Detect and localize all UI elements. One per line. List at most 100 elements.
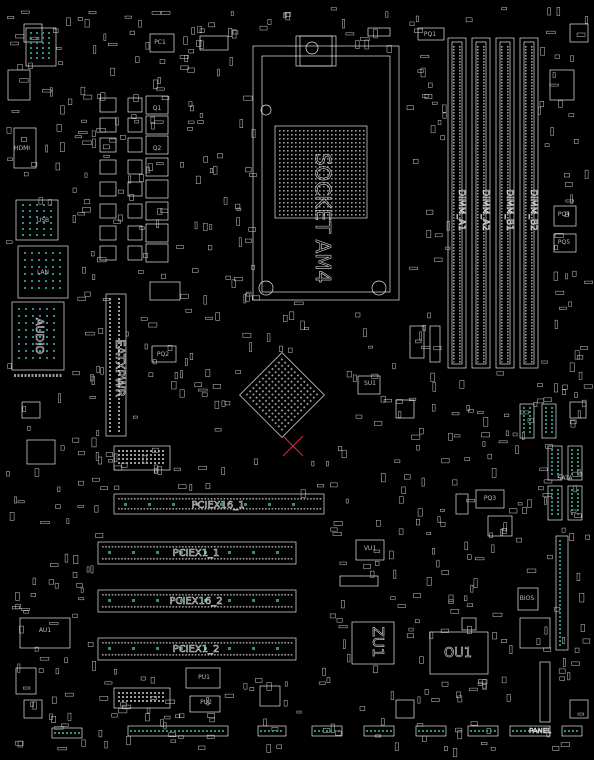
passive-component (107, 43, 118, 46)
passive-component (252, 295, 260, 301)
dimm-pin (477, 55, 479, 57)
pcie-pin (265, 654, 267, 656)
header-pin (150, 692, 152, 694)
dimm-pin (507, 337, 509, 339)
pcie-pin (185, 508, 187, 510)
dimm-pin (525, 247, 527, 249)
dimm-pin (453, 331, 455, 333)
passive-component (267, 333, 271, 342)
pcie-pin (262, 546, 264, 548)
dimm-pin (531, 190, 533, 192)
passive-component (521, 432, 525, 440)
dimm-pin (531, 118, 533, 120)
dimm-pin (501, 97, 503, 99)
passive-component (434, 233, 443, 238)
dimm-pin (483, 226, 485, 228)
passive-component (225, 275, 231, 280)
header-pin (386, 730, 388, 732)
sata-pin (577, 453, 579, 455)
dimm-pin (525, 328, 527, 330)
cpu-pin (279, 142, 281, 144)
passive-component (541, 360, 548, 364)
cpu-pin (331, 210, 333, 212)
dimm-pin (483, 325, 485, 327)
cpu-pin (327, 178, 329, 180)
pcie-pin (188, 508, 190, 510)
dimm-pin (507, 88, 509, 90)
dimm-pin (501, 94, 503, 96)
ou1-label: OU1 (444, 646, 472, 661)
passive-component (72, 437, 80, 443)
cpu-pin (287, 166, 289, 168)
fan-header-outline (113, 445, 171, 471)
passive-component (90, 565, 94, 574)
passive-component (489, 532, 493, 538)
pcie-pin (226, 654, 229, 656)
cpu-pin (335, 174, 337, 176)
dimm-pin (483, 154, 485, 156)
audio-pin (32, 315, 34, 317)
passive-component (501, 7, 507, 11)
cpu-pin (307, 138, 309, 140)
passive-component (190, 105, 194, 112)
cpu-pin (343, 202, 345, 204)
pcie-pin (217, 594, 219, 596)
chip-outline (519, 617, 551, 649)
lan-pin (59, 266, 61, 268)
dimm-pin (501, 355, 503, 357)
pcie-pin (274, 606, 277, 608)
passive-component (23, 686, 31, 690)
pcie-pin (242, 546, 245, 548)
cpu-pin (359, 210, 361, 212)
passive-component (442, 112, 447, 119)
atx-pin (118, 346, 120, 348)
cpu-pin (291, 146, 293, 148)
cpu-pin (283, 194, 285, 196)
passive-component (175, 714, 181, 718)
component-outline (21, 401, 41, 419)
dimm-pin (483, 250, 485, 252)
atx-pin (109, 326, 111, 328)
chipset-ball (296, 386, 300, 390)
dimm-pin (501, 226, 503, 228)
cpu-pin (287, 214, 289, 216)
dimm-pin (459, 160, 461, 162)
passive-component (180, 293, 189, 299)
dimm-pin (501, 166, 503, 168)
pcie-pin (223, 642, 226, 644)
passive-component (129, 30, 135, 35)
dimm-pin (507, 346, 509, 348)
passive-component (271, 727, 279, 731)
pcie-accent (108, 647, 111, 650)
mosfet-outline (99, 137, 117, 153)
sata-pin (545, 427, 547, 429)
passive-component (173, 467, 181, 472)
dimm-pin (459, 301, 461, 303)
cpu-pin (327, 150, 329, 152)
atx-pin (109, 314, 111, 316)
dimm-pin (453, 247, 455, 249)
passive-component (401, 486, 406, 494)
atx-pin (109, 362, 111, 364)
pcie-pin (204, 594, 206, 596)
chipset-ball (299, 377, 303, 380)
component-outline (569, 699, 589, 719)
pcie-pin (188, 606, 190, 608)
passive-component (151, 11, 161, 15)
pcie-pin (210, 642, 213, 644)
dimm-pin (453, 226, 455, 228)
passive-component (459, 380, 465, 389)
cpu-pin (327, 182, 329, 184)
pcie-pin (233, 508, 235, 510)
pcie-pin (178, 558, 181, 560)
dimm-pin (531, 277, 533, 279)
cpu-pin (279, 190, 281, 192)
chipset-ball (255, 402, 258, 406)
passive-component (545, 444, 553, 449)
passive-component (34, 468, 40, 477)
passive-component (78, 480, 84, 486)
passive-component (457, 730, 463, 740)
pcie-accent (268, 503, 271, 506)
passive-component (145, 713, 150, 722)
pcie-pin (156, 508, 158, 510)
